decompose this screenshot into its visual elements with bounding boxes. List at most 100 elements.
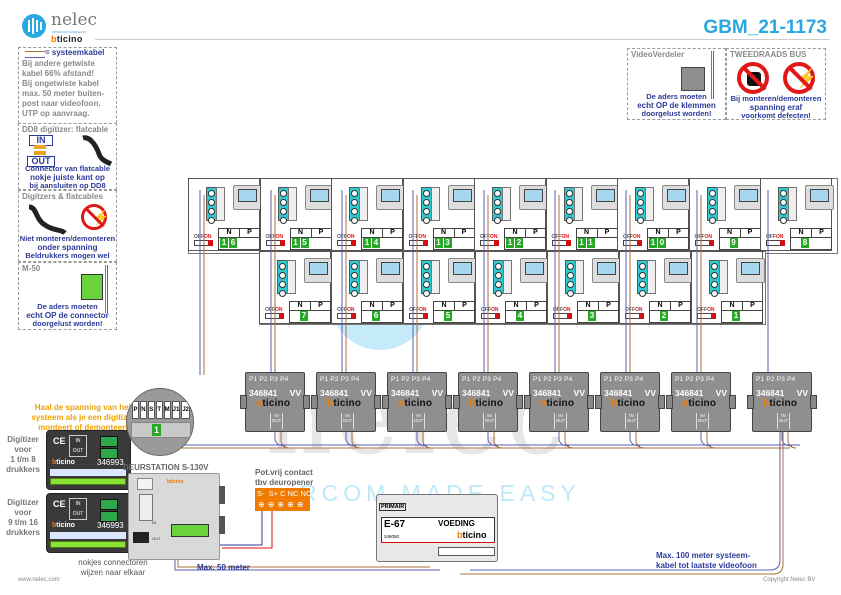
- address-digit[interactable]: 2: [660, 311, 668, 321]
- on-label: ON: [633, 234, 641, 240]
- mount-ear: [587, 395, 594, 409]
- deurstation: bticino OUT IN: [128, 473, 225, 560]
- flatcable-connector-out[interactable]: [100, 511, 118, 522]
- n-header: N: [648, 229, 669, 238]
- bus-wire-blue: [629, 430, 641, 447]
- mount-ear: [445, 395, 452, 409]
- button-terminal-block[interactable]: [50, 541, 126, 548]
- m50-title: M-50: [22, 264, 41, 273]
- address-digit[interactable]: 1: [434, 238, 443, 248]
- document-id: GBM_21-1173: [703, 17, 827, 38]
- ce-mark: CE: [53, 436, 66, 446]
- button-terminal-block[interactable]: [50, 478, 126, 485]
- digitizer-code: 346993: [97, 458, 124, 467]
- switch-slider[interactable]: [694, 240, 714, 246]
- switch-slider[interactable]: [623, 240, 642, 246]
- address-digit[interactable]: 5: [444, 311, 452, 321]
- dip-selected[interactable]: 1: [152, 424, 161, 436]
- address-digit[interactable]: 5: [300, 238, 309, 248]
- address-digit[interactable]: 1: [220, 238, 228, 248]
- n-header: N: [576, 229, 598, 238]
- on-label: ON: [561, 234, 570, 240]
- flatcable-connector-in[interactable]: [100, 499, 118, 510]
- address-digit[interactable]: 2: [515, 238, 523, 248]
- address-digit[interactable]: 4: [372, 238, 380, 248]
- address-digit[interactable]: 1: [506, 238, 514, 248]
- website-link[interactable]: www.nelec.com: [18, 577, 60, 583]
- dip-label: J1: [171, 401, 181, 419]
- dip-connector[interactable]: [139, 494, 153, 521]
- address-digit[interactable]: 7: [300, 311, 308, 321]
- splitter-suffix: VV: [289, 388, 301, 398]
- address-digit[interactable]: 6: [229, 238, 237, 248]
- terminal-label: [716, 187, 726, 221]
- address-digit[interactable]: 4: [516, 311, 524, 321]
- psu-terminals[interactable]: [438, 547, 495, 556]
- port-labels: P1 P2 P3 P4: [756, 376, 796, 383]
- dd8-title: DD8 digitizer: flatcable: [22, 125, 109, 134]
- address-digit[interactable]: 1: [586, 238, 595, 248]
- switch-slider[interactable]: [551, 240, 571, 246]
- flatcable-connector-out[interactable]: [100, 448, 118, 459]
- off-label: OFF: [697, 307, 707, 313]
- address-digit[interactable]: 1: [291, 238, 300, 248]
- n-header: N: [505, 229, 526, 238]
- address-digit[interactable]: 0: [658, 238, 666, 248]
- off-label: OFF: [551, 234, 562, 240]
- switch-slider[interactable]: [481, 313, 500, 319]
- flat-connector[interactable]: [133, 532, 149, 543]
- bus-terminal-block[interactable]: [171, 524, 209, 537]
- bus-terminal-icon: [277, 260, 288, 297]
- bus-terminal-icon: [709, 260, 720, 297]
- bus-terminal-icon: [420, 187, 432, 224]
- flatcable-connector-in[interactable]: [100, 436, 118, 447]
- note-dd8: DD8 digitizer: flatcable IN OUT Connecto…: [18, 123, 117, 190]
- relay-module[interactable]: S- S+ C NC NO ⊕⊕⊕⊕⊕: [255, 488, 312, 511]
- bticino-logo: bticino: [256, 398, 291, 409]
- n-header: N: [650, 302, 671, 311]
- switch-slider[interactable]: [553, 313, 572, 319]
- address-digit[interactable]: 3: [443, 238, 452, 248]
- address-digit[interactable]: 8: [801, 238, 809, 248]
- address-digit[interactable]: 1: [649, 238, 657, 248]
- switch-slider[interactable]: [480, 240, 499, 246]
- terminal-label: [788, 187, 797, 221]
- address-digit[interactable]: 9: [729, 238, 738, 248]
- switch-slider[interactable]: [766, 240, 785, 246]
- bus-terminal-icon: [706, 187, 718, 224]
- address-digit[interactable]: 3: [588, 311, 596, 321]
- address-digit[interactable]: 1: [732, 311, 740, 321]
- address-digit[interactable]: 1: [363, 238, 371, 248]
- splitter-model: 346841: [533, 388, 562, 398]
- address-digit[interactable]: 6: [372, 311, 380, 321]
- switch-slider[interactable]: [408, 240, 428, 246]
- ce-mark: CE: [53, 499, 66, 509]
- deurstation-title: DEURSTATION S-130V: [123, 463, 209, 472]
- switch-slider[interactable]: [409, 313, 428, 319]
- address-digit[interactable]: 1: [577, 238, 586, 248]
